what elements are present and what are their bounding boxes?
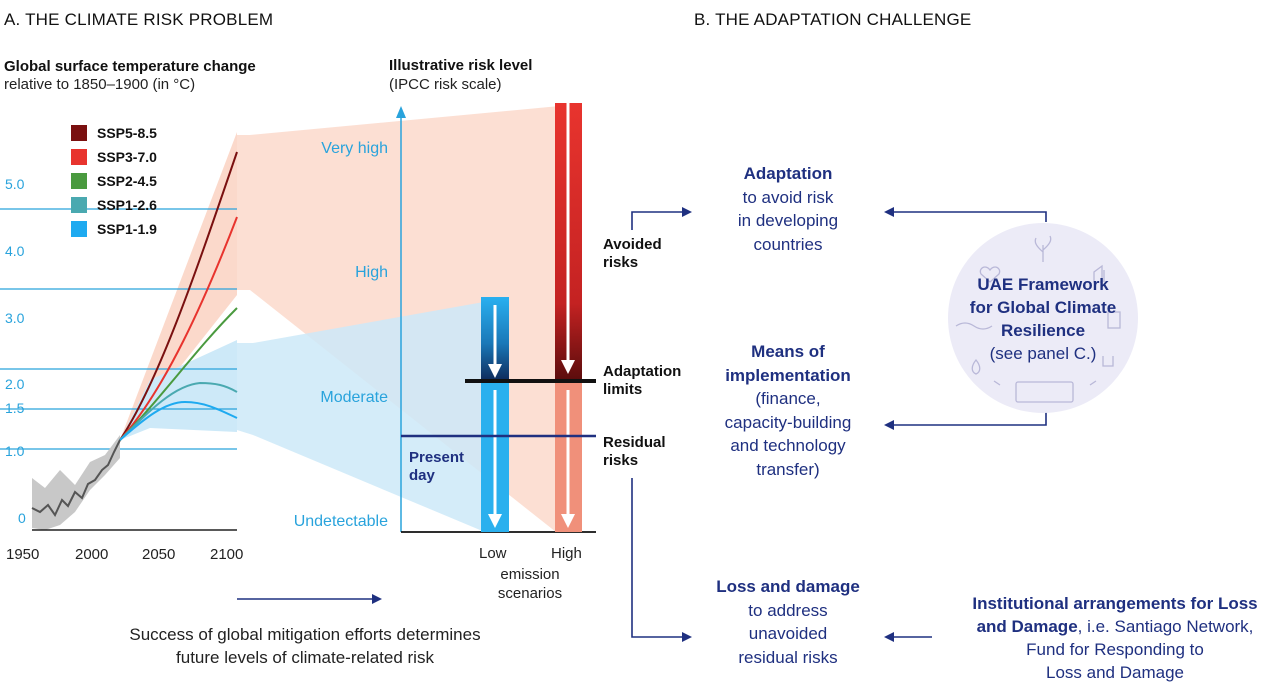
loss-and-damage-text: Loss and damage to address unavoided res… <box>716 577 860 667</box>
framework-to-adaptation-arrow <box>884 207 1047 222</box>
legend-swatch-ssp119 <box>71 221 87 237</box>
present-day-label: Present day <box>409 449 465 484</box>
ssp3-70-line <box>119 216 238 441</box>
framework-decorative-icons <box>955 235 1121 386</box>
temp-chart-subtitle: relative to 1850–1900 (in °C) <box>4 76 196 93</box>
risk-chart-title: Illustrative risk level <box>389 57 533 74</box>
avoided-risks-label: Avoided risks <box>603 236 662 271</box>
ssp1-19-line <box>119 400 238 441</box>
risk-y-axis-arrowhead <box>396 106 406 118</box>
uae-framework-text: UAE Framework for Global Climate Resilie… <box>969 275 1117 363</box>
y-tick: 2.0 <box>5 376 25 392</box>
adaptation-limits-label: Adaptation limits <box>603 363 682 398</box>
risk-level-label: Moderate <box>320 389 388 406</box>
legend-swatch-ssp370 <box>71 149 87 165</box>
legend-swatch-ssp126 <box>71 197 87 213</box>
residual-arrow <box>631 478 692 642</box>
framework-to-means-arrow <box>884 410 1047 430</box>
ssp1-26-line <box>119 381 238 441</box>
avoided-arrow <box>631 207 692 230</box>
historical-band <box>32 435 120 530</box>
risk-level-label: High <box>355 264 388 281</box>
residual-risks-label: Residual risks <box>603 434 666 469</box>
legend-label: SSP5-8.5 <box>97 125 157 141</box>
means-of-implementation-text: Means of implementation (finance, capaci… <box>724 342 852 479</box>
risk-level-label: Undetectable <box>293 513 388 530</box>
y-tick: 5.0 <box>5 176 25 192</box>
temp-chart-title: Global surface temperature change <box>4 58 256 75</box>
y-tick: 4.0 <box>5 243 25 259</box>
x-tick: 2000 <box>75 546 109 563</box>
y-tick: 1.0 <box>5 443 25 459</box>
framework-box <box>1015 381 1074 403</box>
y-tick: 1.5 <box>5 400 25 416</box>
panel-b-title: B. THE ADAPTATION CHALLENGE <box>694 10 972 29</box>
framework-circle <box>948 223 1138 413</box>
bar-arrows <box>488 103 575 528</box>
y-tick: 3.0 <box>5 310 25 326</box>
legend-label: SSP1-2.6 <box>97 197 157 213</box>
risk-level-label: Very high <box>321 140 388 157</box>
temperature-threshold-lines <box>0 208 237 450</box>
mitigation-caption: Success of global mitigation efforts det… <box>129 625 481 667</box>
legend-label: SSP1-1.9 <box>97 221 157 237</box>
x-tick: 2050 <box>142 546 176 563</box>
low-scenario-wedge <box>237 300 495 530</box>
risk-chart-subtitle: (IPCC risk scale) <box>389 76 502 93</box>
panel-a-title: A. THE CLIMATE RISK PROBLEM <box>4 10 274 29</box>
high-scenario-label: High <box>551 545 582 562</box>
legend-label: SSP3-7.0 <box>97 149 157 165</box>
x-tick: 1950 <box>6 546 40 563</box>
ssp5-85-line <box>119 151 238 441</box>
legend-swatch-ssp585 <box>71 125 87 141</box>
institutional-arrangements-text: Institutional arrangements for Loss and … <box>972 594 1258 682</box>
y-tick: 0 <box>18 510 26 526</box>
low-scenario-label: Low <box>479 545 507 562</box>
legend-label: SSP2-4.5 <box>97 173 157 189</box>
adaptation-text: Adaptation to avoid risk in developing c… <box>737 164 839 254</box>
legend-swatch-ssp245 <box>71 173 87 189</box>
emission-scenarios-caption: emission scenarios <box>497 566 563 602</box>
historical-line <box>31 439 121 517</box>
x-tick: 2100 <box>210 546 244 563</box>
